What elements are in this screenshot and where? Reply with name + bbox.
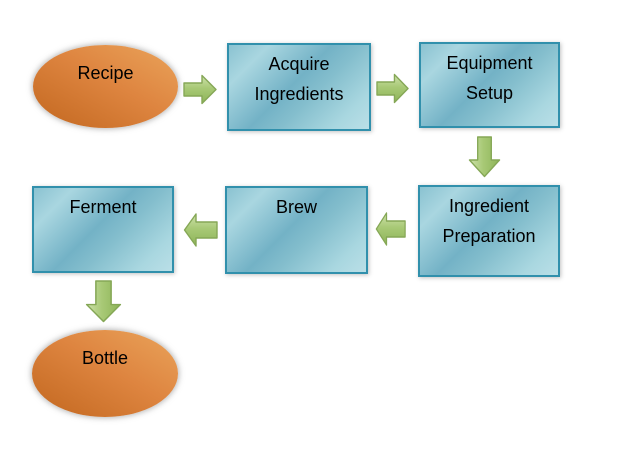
arrow-down-icon (468, 136, 501, 178)
node-equipment-setup-label-2: Setup (465, 83, 514, 103)
node-acquire-ingredients-label-2: Ingredients (254, 84, 344, 104)
arrow-left-icon (183, 213, 218, 247)
node-bottle: Bottle (32, 330, 178, 417)
arrow-left-icon (375, 212, 406, 246)
node-ingredient-preparation: Ingredient Preparation (418, 185, 560, 277)
node-acquire-ingredients-label: Acquire (268, 54, 330, 74)
arrow-down-icon (85, 280, 122, 323)
node-ferment-label: Ferment (69, 197, 137, 217)
node-brew-label: Brew (275, 197, 317, 217)
node-bottle-label: Bottle (81, 348, 129, 368)
node-ferment: Ferment (32, 186, 174, 273)
edge-recipe-to-acquire-ingredients (183, 74, 217, 105)
node-ingredient-preparation-label-2: Preparation (442, 226, 536, 246)
edge-acquire-ingredients-to-equipment-setup (376, 73, 409, 104)
node-recipe-label: Recipe (77, 63, 134, 83)
edge-brew-to-ferment (183, 211, 218, 249)
arrow-right-icon (376, 73, 409, 104)
node-acquire-ingredients: Acquire Ingredients (227, 43, 371, 131)
node-equipment-setup: Equipment Setup (419, 42, 560, 128)
node-equipment-setup-label: Equipment (446, 53, 533, 73)
node-recipe: Recipe (33, 45, 178, 128)
edge-equipment-setup-to-ingredient-preparation (468, 136, 501, 178)
arrow-right-icon (183, 74, 217, 105)
edge-ferment-to-bottle (85, 280, 122, 323)
node-ingredient-preparation-label: Ingredient (448, 196, 530, 216)
node-brew: Brew (225, 186, 368, 274)
edge-ingredient-preparation-to-brew (375, 210, 406, 248)
